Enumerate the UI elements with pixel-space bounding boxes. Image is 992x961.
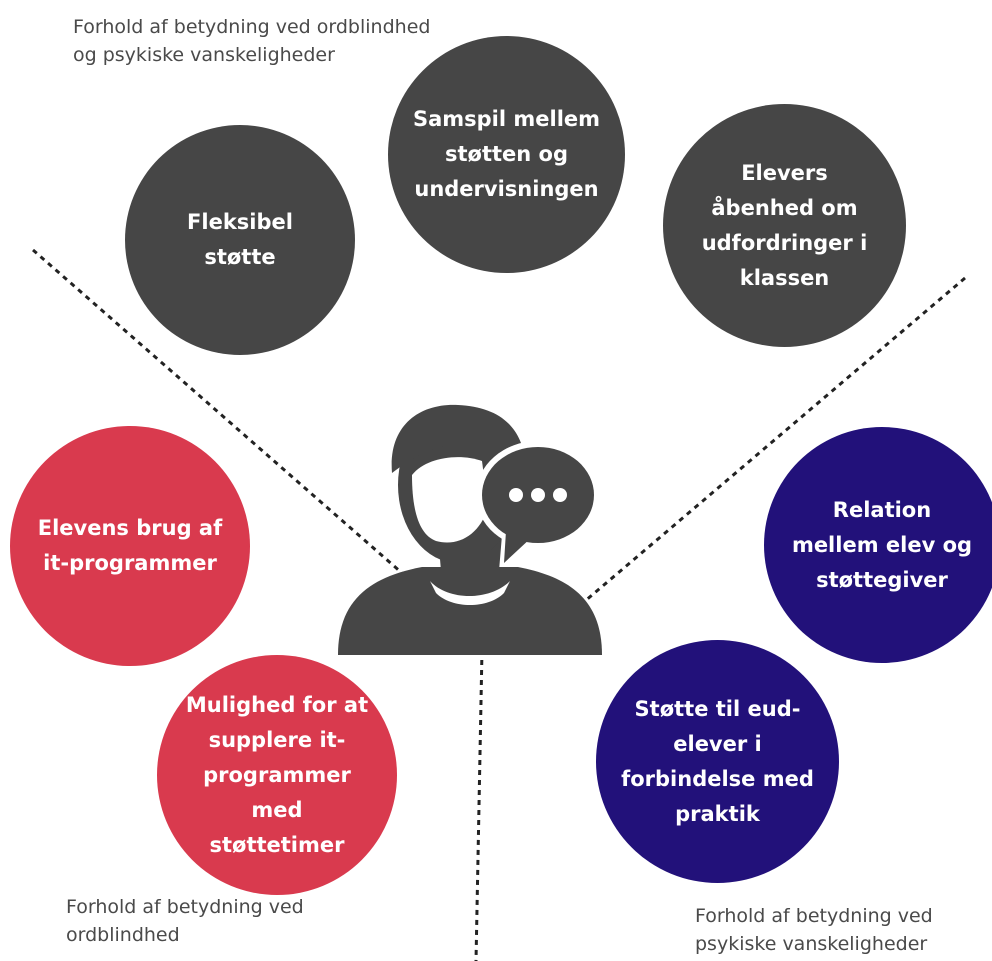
- speech-bubble-tail: [504, 531, 532, 563]
- person-with-speech-bubble-icon: [338, 404, 602, 655]
- divider-line-right: [577, 276, 966, 609]
- label-dyslexia: Forhold af betydning ved ordblindhed: [66, 896, 304, 946]
- label-psychological: Forhold af betydning ved psykiske vanske…: [695, 905, 933, 955]
- circle-openness: Elevers åbenhed om udfordringer i klasse…: [663, 104, 906, 347]
- circle-eud-support: Støtte til eud- elever i forbindelse med…: [596, 640, 839, 883]
- dot-1: [509, 488, 523, 502]
- circle-supplement: Mulighed for at supplere it- programmer …: [157, 655, 397, 895]
- divider-line-left: [32, 248, 411, 582]
- circle-relation: Relation mellem elev og støttegiver: [764, 427, 992, 663]
- dot-2: [531, 488, 545, 502]
- divider-line-bottom: [474, 649, 484, 961]
- person-hair: [391, 404, 526, 473]
- circle-interplay: Samspil mellem støtten og undervisningen: [388, 36, 625, 273]
- circle-it-use: Elevens brug af it-programmer: [10, 426, 250, 666]
- dot-3: [553, 488, 567, 502]
- circle-flexible-support: Fleksibel støtte: [125, 125, 355, 355]
- person-body: [338, 567, 602, 655]
- label-both-conditions: Forhold af betydning ved ordblindhed og …: [73, 16, 431, 66]
